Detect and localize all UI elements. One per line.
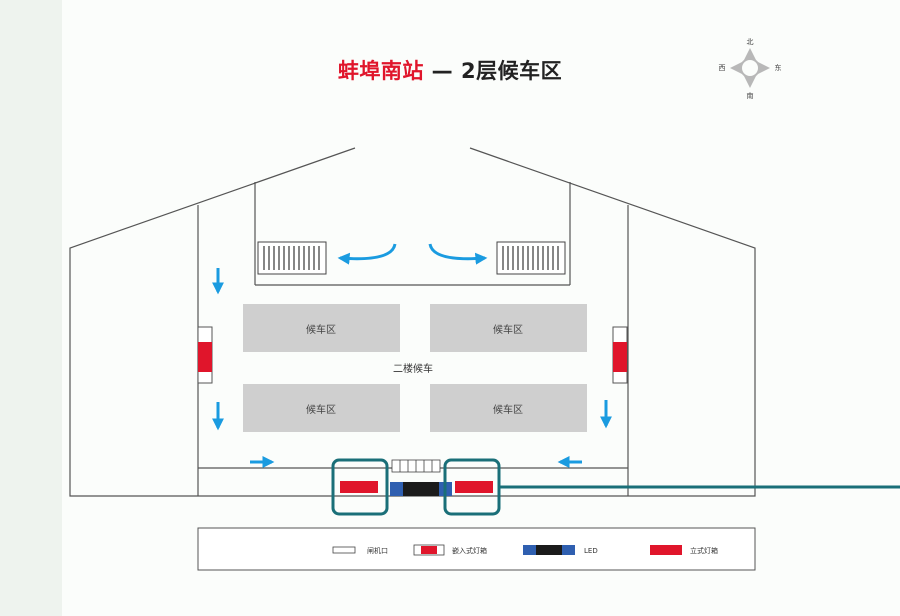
legend-label-gate: 闸机口 <box>367 546 388 555</box>
flow-arrow-curve-left <box>337 243 397 265</box>
compass-east: 东 <box>775 63 782 72</box>
legend-label-led: LED <box>584 547 598 555</box>
center-area-label: 二楼候车 <box>393 362 433 375</box>
legend-item-led: LED <box>523 545 598 555</box>
left-margin-strip <box>0 0 62 616</box>
flow-arrow-curve-right <box>428 243 488 265</box>
building-outline <box>69 147 756 497</box>
waiting-zone-bottom-right: 候车区 <box>430 384 587 432</box>
standing-lightbox-left <box>340 481 378 493</box>
compass-rose: 北 南 东 西 <box>719 38 782 100</box>
escalator-right <box>496 241 566 275</box>
led-screen-bottom <box>390 482 452 496</box>
escalator-left <box>257 241 327 275</box>
legend: 闸机口 嵌入式灯箱 LED 立式灯箱 <box>197 527 756 571</box>
gate-row <box>391 459 441 473</box>
zone-label: 候车区 <box>306 403 336 416</box>
legend-item-gate: 闸机口 <box>332 546 388 555</box>
title-rest: — 2层候车区 <box>423 59 563 83</box>
compass-west: 西 <box>719 64 726 72</box>
legend-label-embedded-lightbox: 嵌入式灯箱 <box>452 546 487 555</box>
legend-item-embedded-lightbox: 嵌入式灯箱 <box>413 544 487 556</box>
flow-arrows <box>212 268 612 468</box>
waiting-zone-top-right: 候车区 <box>430 304 587 352</box>
waiting-zone-bottom-left: 候车区 <box>243 384 400 432</box>
legend-label-standing-lightbox: 立式灯箱 <box>690 546 718 555</box>
page-title: 蚌埠南站 — 2层候车区 <box>0 55 900 85</box>
waiting-zone-top-left: 候车区 <box>243 304 400 352</box>
title-station: 蚌埠南站 <box>337 59 424 83</box>
embedded-lightbox-west <box>197 326 213 384</box>
embedded-lightbox-east <box>612 326 628 384</box>
compass-south: 南 <box>747 91 754 100</box>
zone-label: 候车区 <box>493 403 523 416</box>
zone-label: 候车区 <box>493 323 523 336</box>
zone-label: 候车区 <box>306 323 336 336</box>
compass-north: 北 <box>747 38 754 46</box>
standing-lightbox-right <box>455 481 493 493</box>
gate-symbol-icon <box>332 546 356 554</box>
legend-item-standing-lightbox: 立式灯箱 <box>650 545 718 555</box>
highlight-box-left <box>331 458 389 516</box>
standing-lightbox-symbol-icon <box>650 545 682 555</box>
